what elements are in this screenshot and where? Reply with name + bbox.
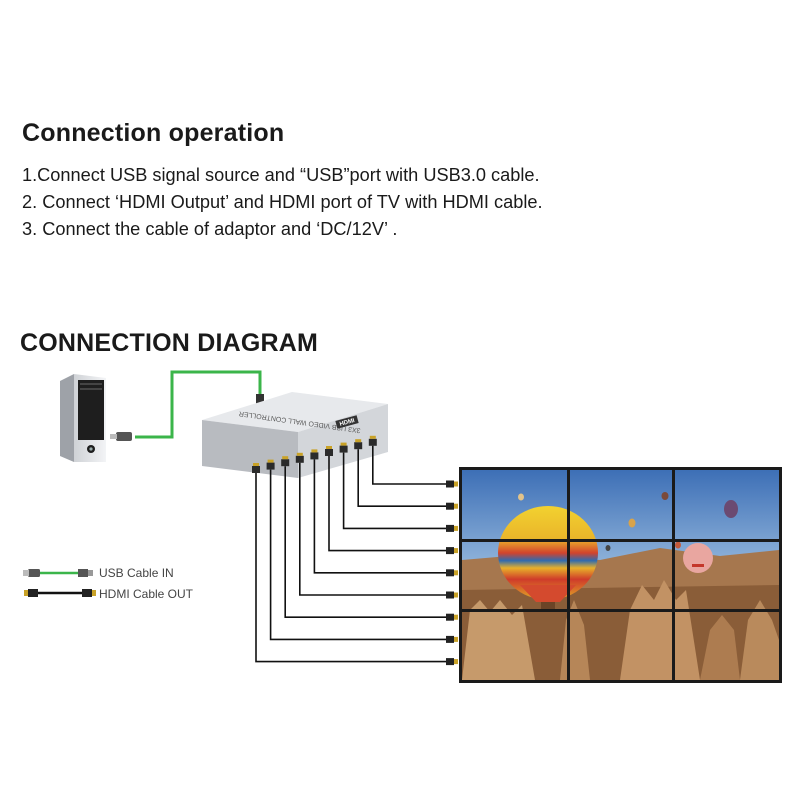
hdmi-connector-8 <box>446 502 454 510</box>
hdmi-connector-tip-1 <box>454 659 458 665</box>
hdmi-cable-1 <box>255 473 450 663</box>
legend-usb-item: USB Cable IN <box>23 566 174 580</box>
hdmi-connector-tip-3 <box>454 614 458 620</box>
legend-usb-label: USB Cable IN <box>99 566 174 580</box>
hdmi-port-tip-2 <box>267 459 274 463</box>
hdmi-port-tip-9 <box>369 435 376 439</box>
hdmi-port-tip-4 <box>296 452 303 456</box>
hdmi-port-6 <box>325 449 333 456</box>
hdmi-port-8 <box>354 442 363 450</box>
hdmi-port-9 <box>368 438 377 446</box>
hdmi-connector-5 <box>446 569 454 577</box>
hdmi-port-3 <box>281 459 290 467</box>
hdmi-connector-tip-9 <box>454 481 458 487</box>
video-wall-controller-device: 3X3 USB VIDEO WALL CONTROLLER HDMI <box>202 392 388 478</box>
hdmi-port-tip-1 <box>253 463 259 466</box>
hdmi-port-tip-7 <box>340 442 347 446</box>
legend-hdmi-label: HDMI Cable OUT <box>99 587 194 601</box>
hdmi-connector-tip-4 <box>454 592 458 598</box>
hdmi-cable-9 <box>371 445 450 485</box>
hdmi-connector-tip-7 <box>454 525 458 531</box>
hdmi-connector-2 <box>446 635 454 643</box>
hdmi-connector-4 <box>446 591 454 599</box>
hdmi-port-4 <box>295 455 304 463</box>
hdmi-cable-6 <box>328 456 450 552</box>
hdmi-port-tip-5 <box>311 449 318 453</box>
hdmi-connector-tip-8 <box>454 503 458 509</box>
operation-title: Connection operation <box>22 119 285 147</box>
usb-cable <box>110 370 264 441</box>
pc-tower-icon <box>60 374 106 462</box>
hdmi-port-2 <box>266 462 275 470</box>
hdmi-port-tip-3 <box>282 456 289 460</box>
hdmi-cable-3 <box>284 466 450 619</box>
hdmi-port-tip-6 <box>326 446 332 449</box>
hdmi-connector-tip-5 <box>454 570 458 576</box>
hdmi-port-5 <box>310 452 319 460</box>
hdmi-connector-6 <box>446 547 454 555</box>
hdmi-connector-tip-6 <box>454 548 458 554</box>
hdmi-port-1 <box>252 466 260 473</box>
operation-step-3: 3. Connect the cable of adaptor and ‘DC/… <box>22 219 398 239</box>
cable-legend: USB Cable IN HDMI Cable OUT <box>23 566 194 601</box>
video-wall <box>459 467 782 683</box>
hdmi-port-tip-8 <box>355 439 362 443</box>
hdmi-port-7 <box>339 445 348 453</box>
hdmi-cable-2 <box>269 469 450 641</box>
hdmi-cable-4 <box>298 462 450 596</box>
operation-step-1: 1.Connect USB signal source and “USB”por… <box>22 165 540 185</box>
hdmi-cables <box>255 445 458 666</box>
hdmi-connector-9 <box>446 480 454 488</box>
hdmi-connector-tip-2 <box>454 636 458 642</box>
diagram-title: CONNECTION DIAGRAM <box>20 329 319 357</box>
hdmi-cable-7 <box>342 452 450 530</box>
device-brand-logo: HDMI <box>339 418 356 428</box>
operation-step-2: 2. Connect ‘HDMI Output’ and HDMI port o… <box>22 192 543 212</box>
hdmi-cable-8 <box>357 449 450 508</box>
hdmi-connector-3 <box>446 613 454 621</box>
hdmi-cable-5 <box>313 459 450 574</box>
legend-hdmi-item: HDMI Cable OUT <box>24 587 194 601</box>
hdmi-connector-7 <box>446 524 454 532</box>
hdmi-connector-1 <box>446 658 454 666</box>
